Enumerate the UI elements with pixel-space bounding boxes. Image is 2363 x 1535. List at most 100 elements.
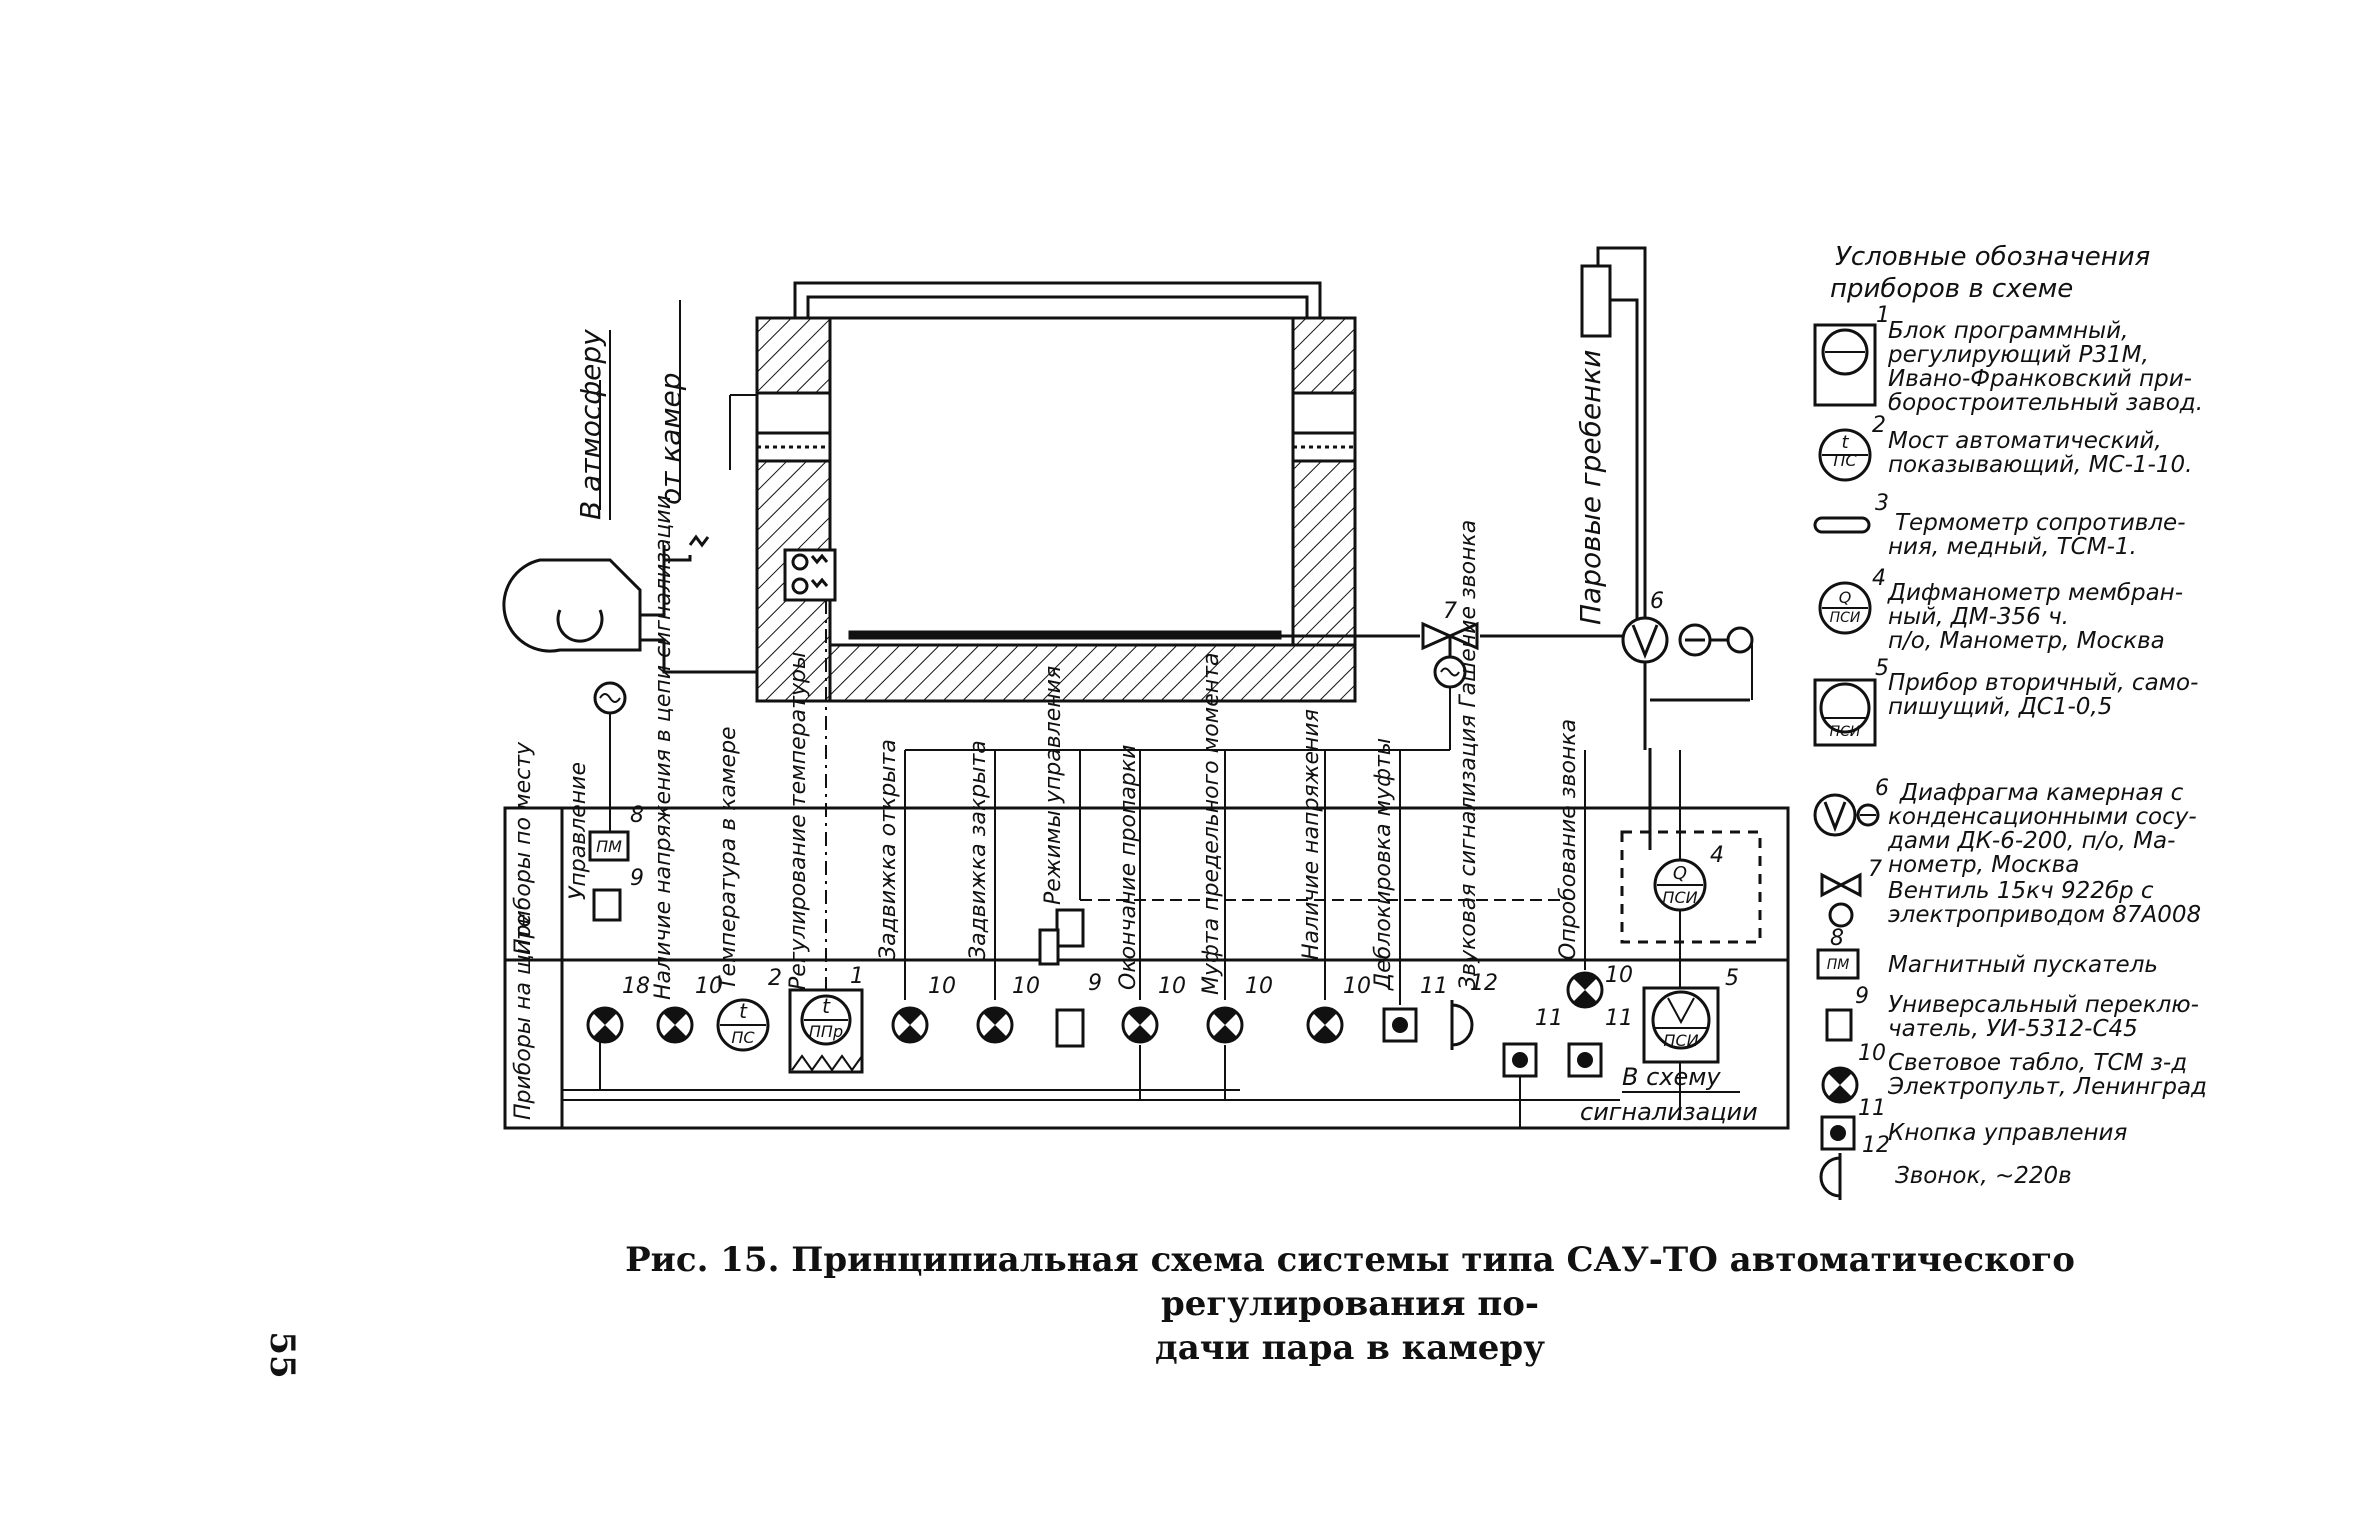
psi-glyph: ПСИ [1662,888,1697,907]
legend-text: Звонок, ~220в [1895,1163,2072,1189]
steam-comb-icon [1580,264,1612,338]
signal-label: Задвижка открыта [876,739,901,960]
position-number: 10 [928,974,956,999]
diaphragm-icon [1621,616,1754,664]
legend-number: 4 [1872,566,1886,591]
legend-text: Мост автоматический, [1888,428,2162,454]
figure-caption: Рис. 15. Принципиальная схема системы ти… [520,1238,2180,1370]
valve-icon [1421,621,1479,689]
magnetic-starter-icon [1816,948,1860,980]
q-glyph: Q [1673,863,1687,884]
signal-label: Температура в камере [716,726,741,990]
legend-text: ный, ДМ-356 ч. [1888,604,2069,630]
legend-text: конденсационными сосу- [1888,804,2197,830]
position-number: 2 [768,966,782,991]
universal-switch-icon [1825,1008,1853,1042]
legend-text: показывающий, МС-1-10. [1888,452,2192,478]
to-signal-label: В схему [1622,1063,1721,1091]
bell-icon [1819,1153,1842,1200]
universal-switch-icon [592,888,622,922]
legend-text: Кнопка управления [1888,1120,2128,1146]
legend-title: приборов в схеме [1830,274,2073,304]
magnetic-starter-icon [588,830,630,862]
legend-text: дами ДК-6-200, п/о, Ма- [1887,828,2175,854]
legend-number: 7 [1868,857,1882,882]
legend-text: Световое табло, ТСМ з-д [1888,1050,2187,1076]
position-number: 7 [1443,599,1457,624]
to-signal-label: сигнализации [1580,1098,1758,1126]
universal-switch-icon [1038,908,1085,966]
position-number: 10 [1012,974,1040,999]
position-number: 18 [622,974,650,999]
signal-label: Муфта предельного момента [1199,653,1224,995]
position-number: 11 [1420,974,1448,999]
signal-label: Окончание пропарки [1116,745,1141,990]
position-number: 1 [850,964,864,989]
label-from-chamber: от камер [654,372,687,505]
position-number: 10 [1605,963,1633,988]
legend-text: регулирующий Р31М, [1887,342,2149,368]
label-to-atmosphere: В атмосферу [574,329,607,520]
legend-text: Прибор вторичный, само- [1888,670,2198,696]
position-number: 10 [695,974,723,999]
legend-number: 12 [1862,1133,1890,1158]
signal-label: Опробование звонка [1556,719,1581,960]
position-number: 10 [1158,974,1186,999]
legend-text: Магнитный пускатель [1888,952,2158,978]
signal-label: Управление [566,762,591,900]
legend-text: чатель, УИ-5312-С45 [1888,1016,2138,1042]
legend-number: 10 [1858,1041,1886,1066]
position-number: 8 [630,803,644,828]
fan-icon [502,534,757,674]
legend: Условные обозначения приборов в схеме [1813,242,2207,1200]
ppr-glyph: ППр [809,1022,843,1041]
signal-label: Режимы управления [1041,666,1066,905]
t-glyph: t [822,994,831,1018]
diff-manometer-icon [1653,858,1707,912]
legend-text: Вентиль 15кч 922бр с [1888,878,2154,904]
pm-glyph: ПМ [1827,957,1850,973]
row-label-local: Приборы по месту [511,741,536,955]
thermometer-icon [1813,516,1871,534]
legend-text: боростроительный завод. [1888,390,2203,416]
signal-label: Звуковая сигнализация Гашение звонка [1456,520,1481,990]
legend-number: 6 [1875,776,1889,801]
universal-switch-icon [1055,1008,1085,1048]
position-number: 5 [1725,966,1739,991]
position-number: 9 [630,866,644,891]
legend-text: Дифманометр мембран- [1887,580,2183,606]
legend-text: Диафрагма камерная с [1899,780,2184,806]
legend-number: 9 [1855,984,1869,1009]
position-number: 4 [1710,843,1724,868]
psi-glyph: ПСИ [1830,724,1861,740]
thermometer-sensor-icon [783,548,837,602]
caption-line: дачи пара в камеру [1155,1328,1545,1368]
position-number: 11 [1535,1006,1563,1031]
legend-text: пишущий, ДС1-0,5 [1888,694,2112,720]
bell-icon [1450,1000,1474,1050]
legend-number: 8 [1830,926,1844,951]
recorder-icon [1642,986,1720,1064]
legend-number: 5 [1875,656,1889,681]
legend-text: электроприводом 87А008 [1888,902,2201,928]
signal-label: Задвижка закрыта [966,740,991,960]
legend-text: п/о, Манометр, Москва [1888,628,2165,654]
position-number: 9 [1088,971,1102,996]
position-number: 6 [1650,589,1664,614]
legend-number: 3 [1875,491,1889,516]
position-number: 10 [1245,974,1273,999]
t-glyph: t [739,999,748,1023]
legend-text: Термометр сопротивле- [1895,510,2186,536]
signal-label: Деблокировка муфты [1371,738,1396,991]
ps-glyph: ПС [1833,451,1857,470]
signal-lamp-icon [1821,1066,1859,1104]
label-steam-combs: Паровые гребенки [1574,350,1607,625]
signal-label: Наличие напряжения в цепи сигнализации [651,495,676,1000]
position-number: 11 [1605,1006,1633,1031]
legend-title: Условные обозначения [1835,242,2150,272]
page-number: 55 [262,1331,302,1379]
q-glyph: Q [1839,588,1852,607]
control-button-icon [1820,1115,1856,1151]
